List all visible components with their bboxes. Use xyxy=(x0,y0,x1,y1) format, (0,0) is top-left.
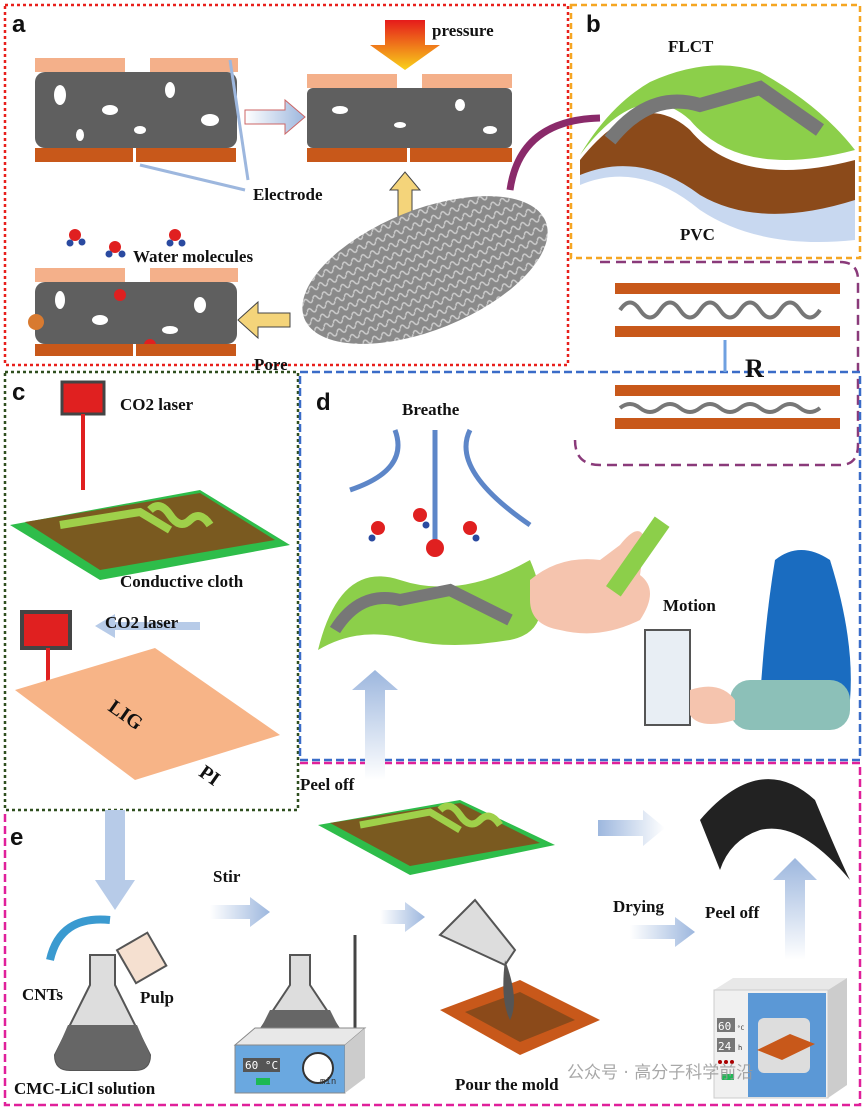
cnts-arrow-icon xyxy=(46,915,111,961)
motion-label: Motion xyxy=(663,596,716,615)
panel-d-frame xyxy=(298,370,862,762)
water-glass xyxy=(644,629,691,726)
arrow-left-icon xyxy=(237,300,291,340)
drying-label: Drying xyxy=(613,897,665,916)
breath-arrows-icon xyxy=(349,428,532,555)
panel-e-label: e xyxy=(10,824,23,851)
solution-label: CMC-LiCl solution xyxy=(14,1079,156,1098)
pressure-arrow-icon xyxy=(370,20,440,70)
oven-time: 24 xyxy=(718,1040,732,1053)
resistance-inset xyxy=(615,283,840,429)
oven-temp: 60 xyxy=(718,1020,731,1033)
panel-b-label: b xyxy=(586,11,601,38)
sensor-strip xyxy=(605,516,670,597)
arrow-down-icon xyxy=(95,810,135,910)
flct-label: FLCT xyxy=(668,37,714,56)
water-molecules-d xyxy=(368,508,480,557)
electrode-label: Electrode xyxy=(253,185,323,204)
oven-time-unit: h xyxy=(738,1044,742,1052)
hotplate-temp: 60 °C xyxy=(245,1059,278,1072)
hotplate-unit: min xyxy=(320,1077,336,1087)
interdigital-electrode xyxy=(604,80,825,145)
mold-pour xyxy=(438,898,600,1055)
flexible-sensor xyxy=(318,560,542,650)
pulp-label: Pulp xyxy=(140,988,174,1007)
arrow-right-icon xyxy=(630,917,695,947)
pulp-beaker xyxy=(115,931,168,985)
arrow-left-icon xyxy=(95,614,200,638)
arm xyxy=(760,550,851,700)
pi-label: PI xyxy=(195,761,224,791)
pi-film xyxy=(15,648,280,780)
arrow-up-icon xyxy=(352,670,398,780)
water-molecules-label: Water molecules xyxy=(133,247,253,266)
conductive-cloth-label: Conductive cloth xyxy=(120,572,244,591)
hotplate-stirrer xyxy=(233,935,367,1094)
peel-off-label-2: Peel off xyxy=(705,903,760,922)
drying-oven xyxy=(713,978,847,1099)
panel-a-label: a xyxy=(12,11,26,38)
laser-head-1 xyxy=(60,380,106,416)
sensor-film-1 xyxy=(35,58,238,162)
sleeve xyxy=(730,680,850,730)
panel-d-label: d xyxy=(316,389,331,416)
brown-layer xyxy=(580,113,855,214)
cnts-label: CNTs xyxy=(22,985,63,1004)
arrow-up-icon xyxy=(773,858,817,960)
panel-b-frame xyxy=(569,3,862,260)
arrow-right-icon xyxy=(210,897,270,927)
pore-label: Pore xyxy=(254,355,288,374)
co2-laser-label-1: CO2 laser xyxy=(120,395,194,414)
curved-arrow-icon xyxy=(506,114,601,191)
hand-thumbs-up xyxy=(530,531,650,634)
arrow-left-icon xyxy=(598,810,665,846)
panel-c-label: c xyxy=(12,379,25,406)
black-film xyxy=(700,779,850,880)
flct-film xyxy=(580,65,855,160)
sensor-film-pressed xyxy=(307,74,512,162)
laser-head-2 xyxy=(20,610,72,650)
electrode-pointer xyxy=(228,59,250,181)
resistance-label: R xyxy=(745,354,764,383)
arrow-right-icon xyxy=(244,98,306,136)
peel-off-label-1: Peel off xyxy=(300,775,355,794)
panel-c-frame xyxy=(3,370,300,812)
oven-temp-unit: °C xyxy=(737,1025,745,1032)
r-inset-frame xyxy=(573,260,860,467)
sensor-film-wet xyxy=(28,268,238,356)
pour-mold-label: Pour the mold xyxy=(455,1075,559,1094)
pressure-label: pressure xyxy=(432,21,494,40)
pvc-label: PVC xyxy=(680,225,715,244)
watermark: 公众号 · 高分子科学前沿 xyxy=(567,1063,753,1083)
breathe-label: Breathe xyxy=(402,400,460,419)
fiber-network xyxy=(302,196,548,344)
stir-label: Stir xyxy=(213,867,241,886)
electrode-pointer xyxy=(139,163,246,192)
water-molecules xyxy=(66,229,186,258)
arrow-right-icon xyxy=(380,902,425,932)
co2-laser-label-2: CO2 laser xyxy=(105,613,179,632)
panel-e-frame xyxy=(3,761,862,1107)
